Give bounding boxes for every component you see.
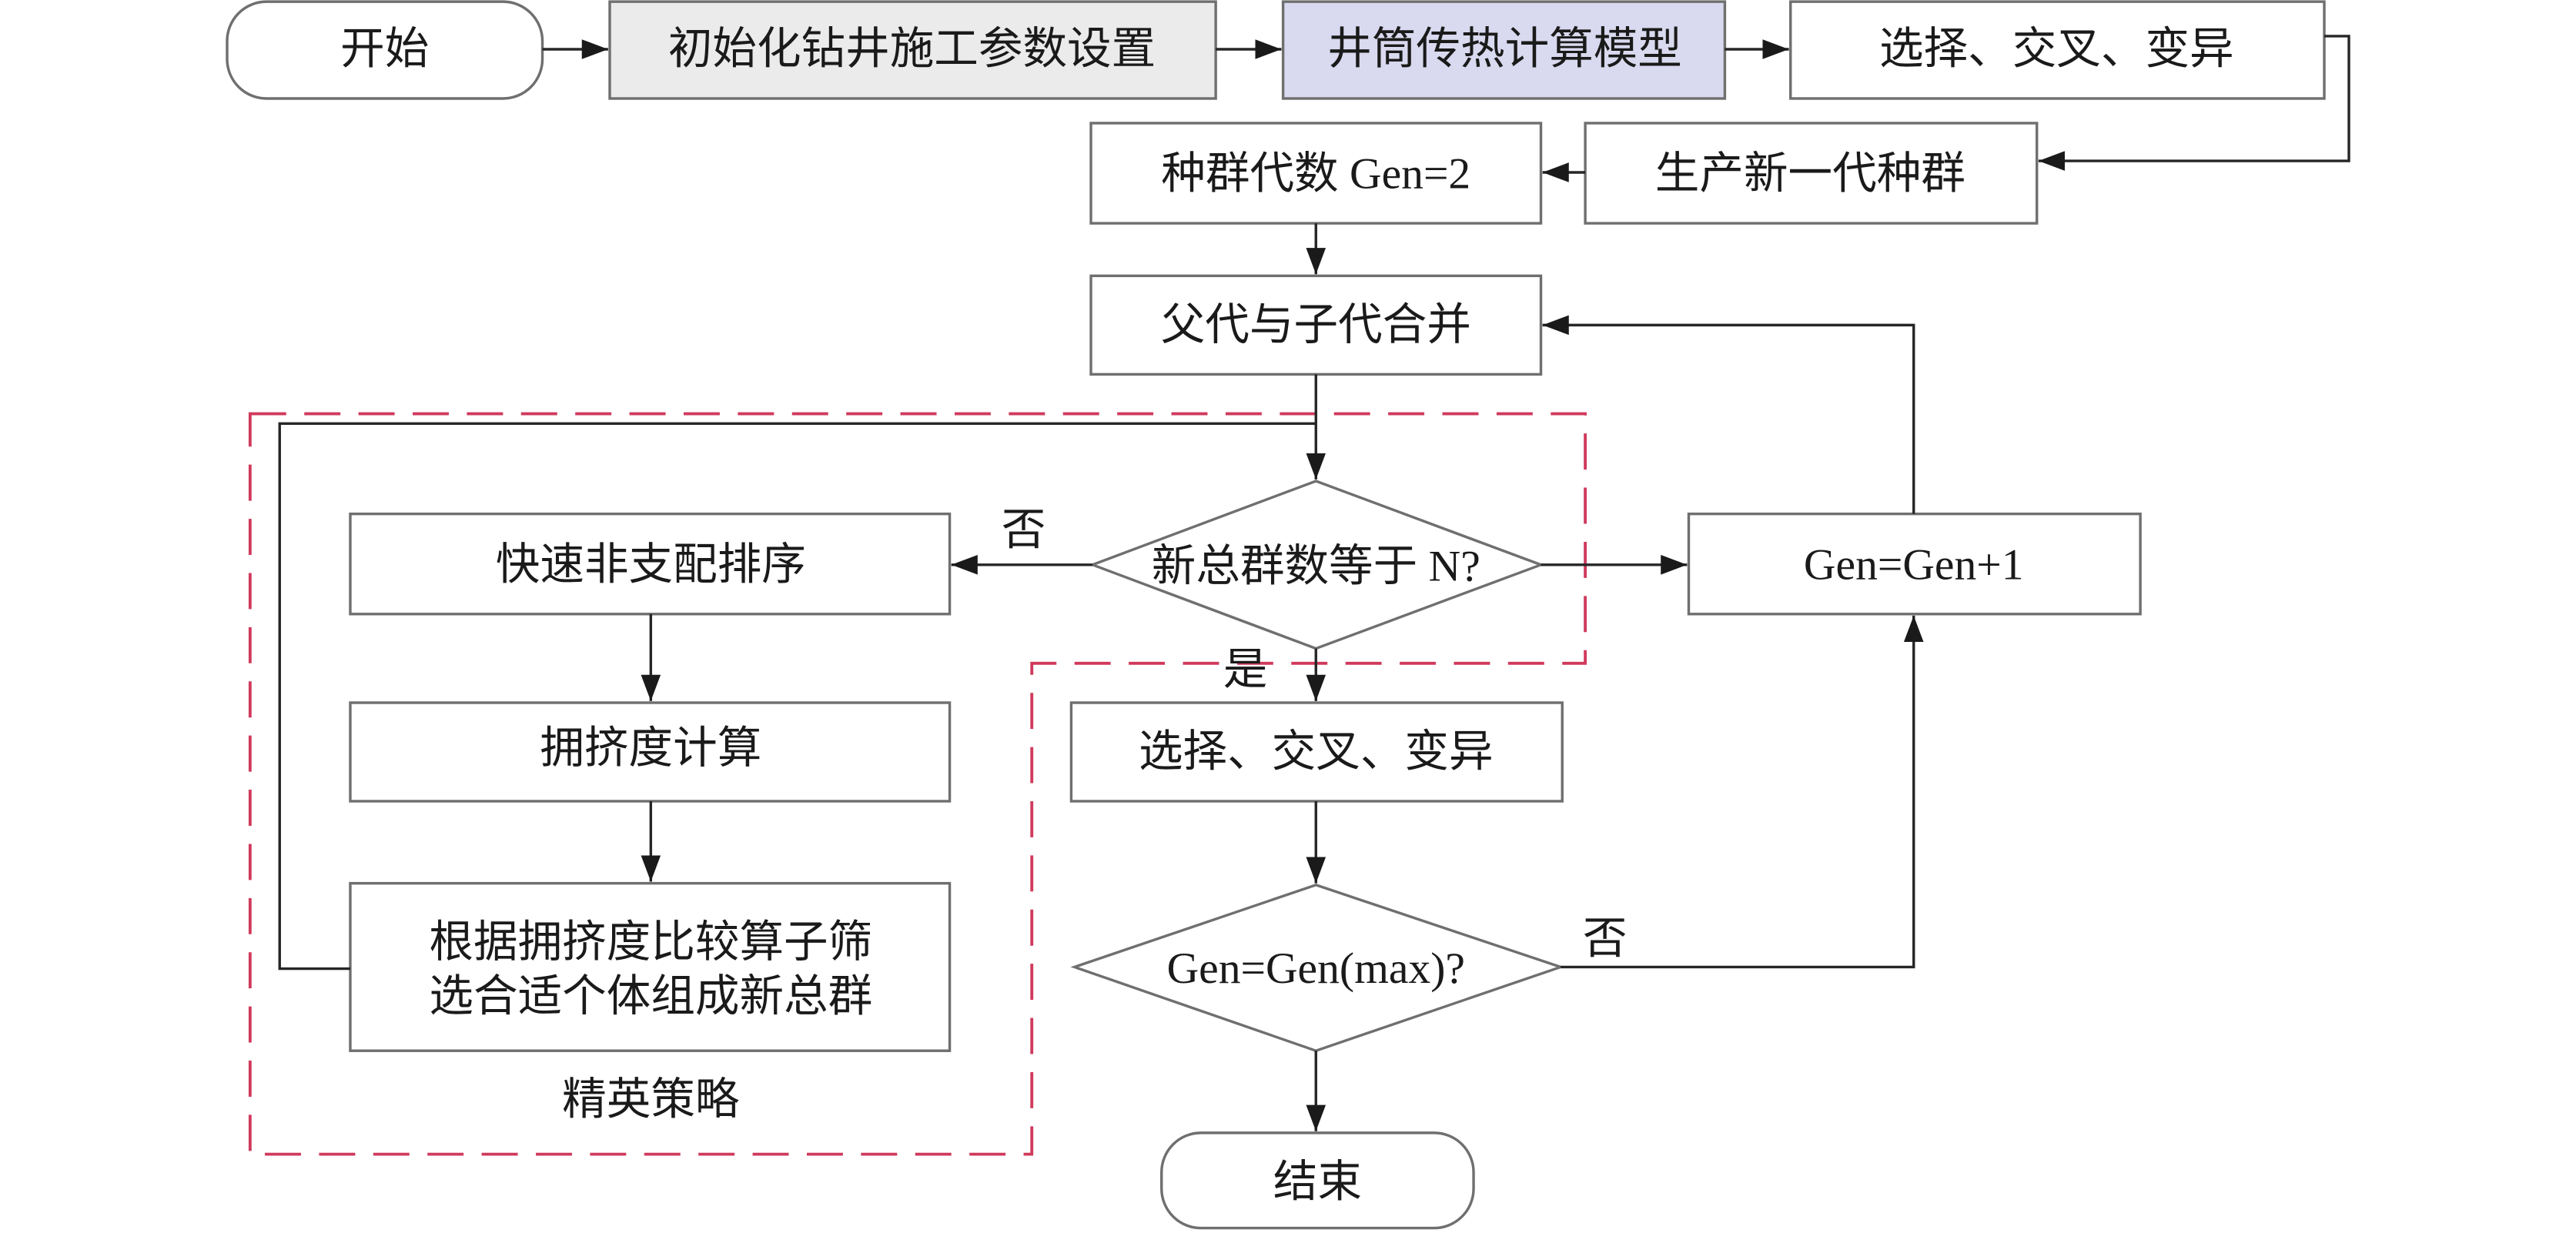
end-node: 结束 [1160,1131,1475,1230]
select-crossover-mutation-top-node: 选择、交叉、变异 [1789,0,2326,100]
init-params-node: 初始化钻井施工参数设置 [608,0,1217,100]
gen-increment-label: Gen=Gen+1 [1804,540,2024,589]
wellbore-model-label: 井筒传热计算模型 [1327,25,1682,73]
crowding-selection-node: 根据拥挤度比较算子筛 选合适个体组成新总群 [349,881,952,1052]
population-size-no-label: 否 [1002,506,1046,555]
end-shape [1160,1131,1475,1230]
population-size-yes-label: 是 [1223,646,1268,694]
start-label: 开始 [340,25,429,73]
select-crossover-mutation-shape [1069,701,1564,803]
init-params-shape [608,0,1217,100]
elite-strategy-label: 精英策略 [562,1076,739,1124]
check-population-size-decision: 新总群数等于 N? [1089,480,1545,650]
wellbore-model-node: 井筒传热计算模型 [1281,0,1727,100]
gen-increment-shape [1687,512,2142,616]
merge-label: 父代与子代合并 [1161,301,1471,349]
check-max-gen-label: Gen=Gen(max)? [1167,944,1465,993]
wellbore-model-shape [1281,0,1727,100]
fast-nondominated-sort-node: 快速非支配排序 [349,512,952,616]
new-generation-node: 生产新一代种群 [1584,122,2039,225]
fast-nondominated-sort-shape [349,512,952,616]
check-max-gen-decision: Gen=Gen(max)? [1070,883,1565,1053]
crowding-selection-label-line-1: 根据拥挤度比较算子筛 [429,918,872,967]
crowding-selection-label-line-2: 选合适个体组成新总群 [429,972,872,1021]
crowding-distance-node: 拥挤度计算 [349,701,952,803]
new-generation-shape [1584,122,2039,225]
start-node: 开始 [226,0,544,100]
crowding-selection-shape [349,881,952,1052]
init-params-label: 初始化钻井施工参数设置 [668,25,1156,73]
check-population-size-label: 新总群数等于 N? [1152,542,1480,590]
select-crossover-mutation-node: 选择、交叉、变异 [1069,701,1564,803]
crowding-distance-shape [349,701,952,803]
arrow-select-to-new-generation [2038,35,2350,171]
arrow-gen-increment-to-merge [1542,315,1915,514]
generation-count-shape [1089,122,1543,225]
gen-increment-node: Gen=Gen+1 [1687,512,2142,616]
merge-shape [1089,274,1543,376]
max-gen-no-label: 否 [1583,915,1628,964]
arrow-max-gen-no-to-gen-increment [1561,615,1924,969]
fast-nondominated-sort-label: 快速非支配排序 [496,540,806,589]
generation-count-node: 种群代数 Gen=2 [1089,122,1543,225]
loop-crowding-selection-to-population-check [278,422,1316,971]
new-generation-label: 生产新一代种群 [1655,150,1965,199]
elite-strategy-boundary [248,412,1587,1156]
select-crossover-mutation-top-label: 选择、交叉、变异 [1879,25,2234,73]
merge-node: 父代与子代合并 [1089,274,1543,376]
select-crossover-mutation-label: 选择、交叉、变异 [1139,727,1494,776]
crowding-distance-label: 拥挤度计算 [540,724,761,773]
generation-count-label: 种群代数 Gen=2 [1161,150,1470,199]
select-crossover-mutation-top-shape [1789,0,2326,100]
end-label: 结束 [1273,1158,1362,1206]
